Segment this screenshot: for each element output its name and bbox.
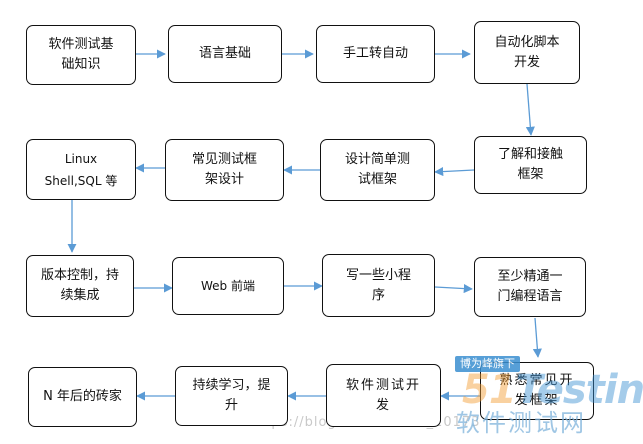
watermark-logo-text: Testing bbox=[515, 367, 643, 413]
watermark-logo: 51Testing bbox=[462, 368, 643, 412]
node-continuous-learning: 持续学习，提 升 bbox=[175, 366, 288, 426]
node-web-frontend: Web 前端 bbox=[172, 257, 284, 315]
node-software-test-dev: 软件测试开 发 bbox=[326, 364, 441, 427]
edge-master-to-familiar bbox=[532, 317, 542, 358]
node-expert-years-later: N 年后的砖家 bbox=[28, 367, 137, 427]
edge-script-to-understand bbox=[525, 83, 535, 136]
edge-programs-to-master bbox=[434, 284, 473, 294]
node-software-testing-basics: 软件测试基 础知识 bbox=[26, 25, 136, 85]
node-linux-shell-sql: Linux Shell,SQL 等 bbox=[26, 139, 136, 200]
node-language-basics: 语言基础 bbox=[168, 25, 282, 83]
node-auto-script-dev: 自动化脚本 开发 bbox=[474, 21, 580, 84]
node-write-small-programs: 写一些小程 序 bbox=[322, 254, 435, 317]
node-common-framework-design: 常见测试框 架设计 bbox=[165, 139, 284, 201]
node-understand-framework: 了解和接触 框架 bbox=[474, 136, 587, 194]
edge-understand-to-design bbox=[434, 167, 475, 177]
node-master-one-language: 至少精通一 门编程语言 bbox=[474, 257, 586, 317]
node-design-simple-framework: 设计简单测 试框架 bbox=[320, 139, 435, 201]
watermark-tag: 博为峰旗下 bbox=[455, 356, 520, 372]
watermark-site-name: 软件测试网 bbox=[456, 409, 586, 437]
node-manual-to-auto: 手工转自动 bbox=[316, 25, 435, 83]
watermark-logo-number: 51 bbox=[462, 367, 517, 413]
node-version-control-ci: 版本控制，持 续集成 bbox=[26, 255, 134, 317]
